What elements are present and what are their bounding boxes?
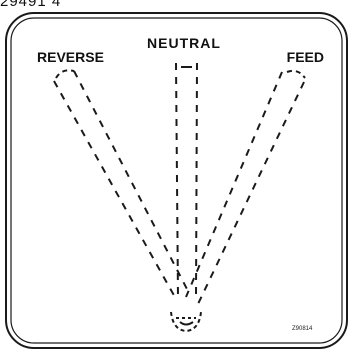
label-neutral: NEUTRAL [147,35,221,51]
lever-pivot [170,311,202,333]
part-code: Z90814 [292,326,313,332]
cropped-part-number: 29491 4 [0,0,62,10]
label-reverse: REVERSE [37,49,104,65]
feed-lever-outline [185,69,306,305]
decal-outer-border [5,12,348,349]
label-feed: FEED [287,49,324,65]
neutral-lever-outline [175,62,198,299]
reverse-lever-outline [53,69,189,300]
decal-inner-border [10,17,343,344]
